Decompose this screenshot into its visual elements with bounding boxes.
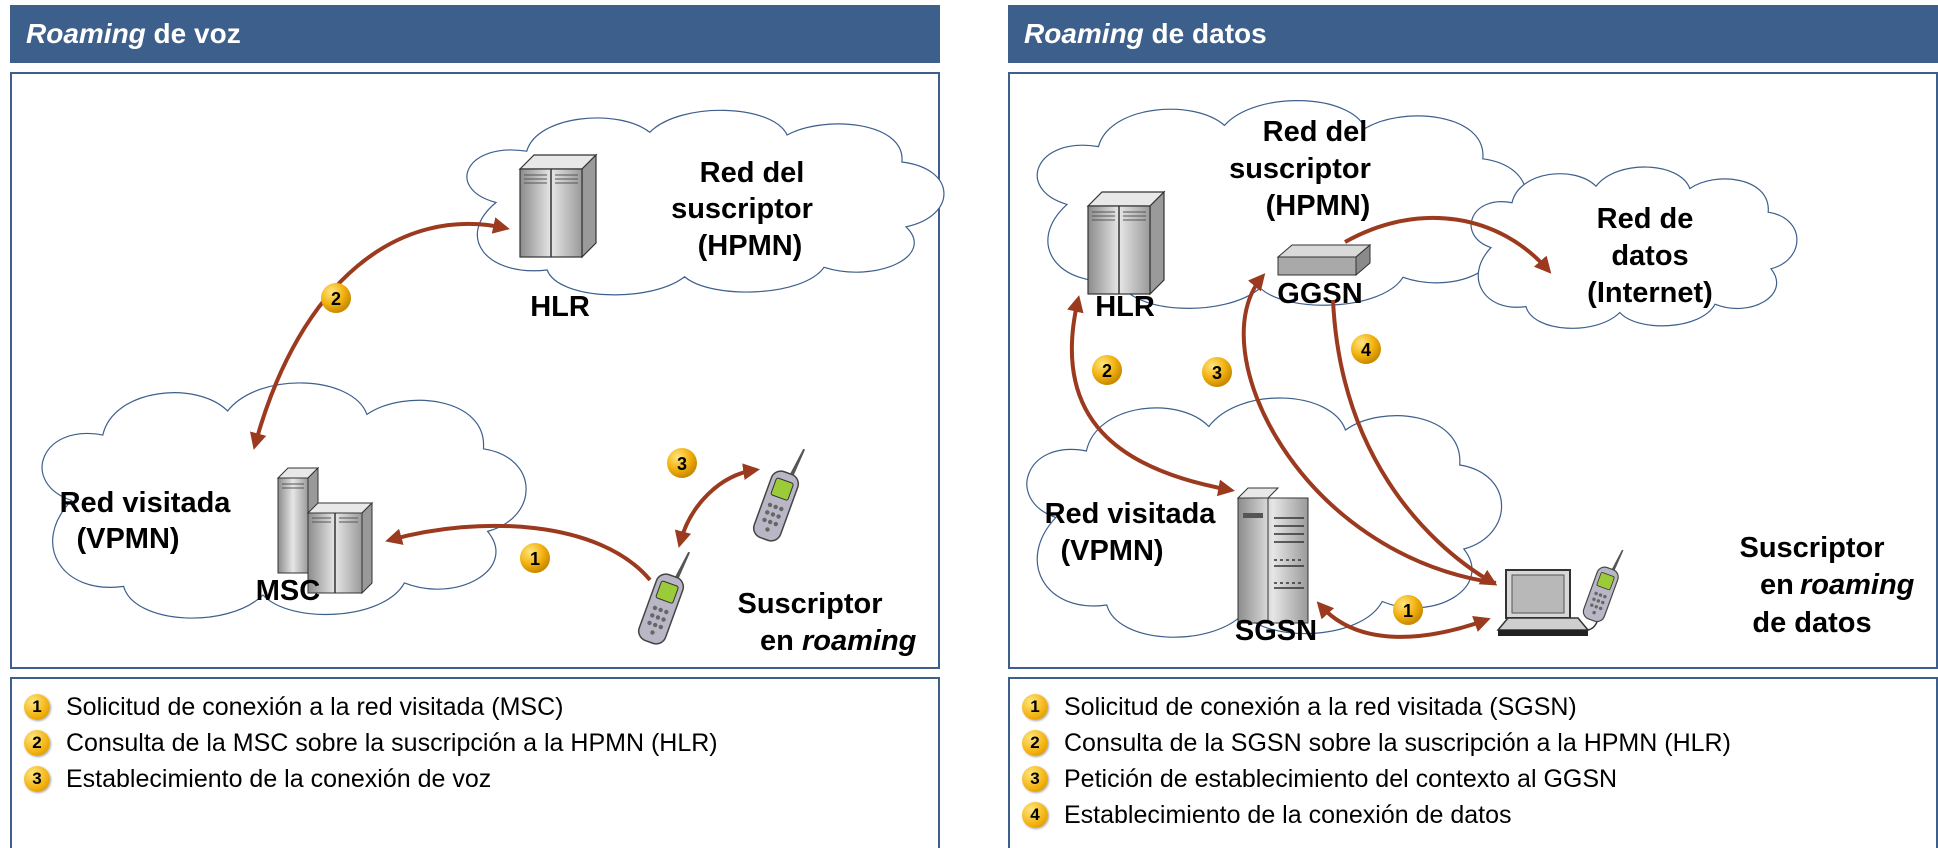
data-internet-line2: datos [1611, 240, 1688, 272]
data-arrow-4 [1331, 299, 1498, 586]
data-panel-title: Roaming de datos [1008, 5, 1938, 63]
data-title-italic: Roaming [1024, 18, 1144, 49]
step-badge-3: 3 [1022, 766, 1048, 792]
voice-arrow-1 [385, 523, 652, 582]
voice-hlr-icon [519, 154, 597, 258]
voice-arrow-2 [249, 217, 510, 450]
step-badge-2: 2 [24, 730, 50, 756]
data-hlr-label: HLR [1095, 291, 1155, 323]
step-badge-4: 4 [1022, 802, 1048, 828]
data-legend: 1 Solicitud de conexión a la red visitad… [1008, 677, 1938, 848]
sgsn-label: SGSN [1235, 615, 1317, 647]
svg-text:1: 1 [530, 549, 540, 569]
voice-badge-1: 1 [520, 543, 550, 573]
data-arrows [1067, 215, 1552, 639]
svg-text:1: 1 [1403, 601, 1413, 621]
voice-title-rest: de voz [145, 18, 241, 49]
data-internet-line3: (Internet) [1587, 277, 1713, 309]
data-arrow-1 [1316, 601, 1491, 639]
data-badge-4: 4 [1351, 334, 1381, 364]
data-hlr-icon [1087, 191, 1165, 295]
data-badge-3: 3 [1202, 357, 1232, 387]
voice-visited-net-line2: (VPMN) [76, 523, 179, 555]
data-legend-text-3: Petición de establecimiento del contexto… [1064, 764, 1618, 793]
voice-subscriber-roaming: roaming [802, 625, 917, 657]
svg-text:4: 4 [1361, 340, 1371, 360]
step-badge-1: 1 [1022, 694, 1048, 720]
data-legend-item-4: 4 Establecimiento de la conexión de dato… [1022, 797, 1936, 833]
step-badge-1: 1 [24, 694, 50, 720]
data-internet-line1: Red de [1597, 203, 1694, 235]
data-arrow-3 [1241, 273, 1497, 585]
data-subscriber-line4: de datos [1752, 607, 1871, 639]
data-visited-net-line1: Red visitada [1045, 498, 1217, 530]
data-visited-net-line2: (VPMN) [1060, 535, 1163, 567]
voice-legend-text-3: Establecimiento de la conexión de voz [66, 764, 492, 793]
data-phone-icon [1580, 543, 1629, 625]
voice-phone-roaming-icon [635, 544, 697, 648]
data-badge-2: 2 [1092, 355, 1122, 385]
voice-title-italic: Roaming [26, 18, 146, 49]
voice-badge-3: 3 [667, 448, 697, 478]
msc-label: MSC [256, 575, 321, 607]
voice-legend-item-1: 1 Solicitud de conexión a la red visitad… [24, 689, 938, 725]
voice-subscriber-en: en [760, 625, 794, 657]
step-badge-2: 2 [1022, 730, 1048, 756]
data-subscriber-en: en [1760, 569, 1794, 601]
data-legend-text-2: Consulta de la SGSN sobre la suscripción… [1064, 728, 1731, 757]
voice-legend-item-2: 2 Consulta de la MSC sobre la suscripció… [24, 725, 938, 761]
data-home-net-line2: suscriptor [1229, 153, 1371, 185]
data-legend-item-2: 2 Consulta de la SGSN sobre la suscripci… [1022, 725, 1936, 761]
ggsn-label: GGSN [1277, 278, 1362, 310]
msc-icon [276, 466, 374, 595]
voice-home-net-line1: Red del [700, 157, 805, 189]
data-legend-item-3: 3 Petición de establecimiento del contex… [1022, 761, 1936, 797]
data-badge-1: 1 [1393, 595, 1423, 625]
svg-text:2: 2 [1102, 361, 1112, 381]
data-subscriber-roaming: roaming [1800, 569, 1915, 601]
voice-home-net-line3: (HPMN) [698, 230, 803, 262]
sgsn-icon [1236, 487, 1309, 624]
voice-arrow-3 [674, 463, 760, 548]
data-home-net-line1: Red del [1263, 116, 1368, 148]
voice-subscriber-line1: Suscriptor [737, 588, 882, 620]
ggsn-icon [1276, 243, 1372, 277]
svg-text:3: 3 [677, 454, 687, 474]
svg-text:2: 2 [331, 289, 341, 309]
data-home-net-line3: (HPMN) [1266, 190, 1371, 222]
data-arrow-ggsn-internet [1344, 215, 1552, 274]
voice-visited-net-line1: Red visitada [60, 487, 232, 519]
voice-arrows [249, 217, 760, 582]
voice-badge-2: 2 [321, 283, 351, 313]
svg-text:3: 3 [1212, 363, 1222, 383]
voice-legend: 1 Solicitud de conexión a la red visitad… [10, 677, 940, 848]
data-legend-text-1: Solicitud de conexión a la red visitada … [1064, 692, 1577, 721]
voice-hlr-label: HLR [530, 291, 590, 323]
voice-panel-title: Roaming de voz [10, 5, 940, 63]
voice-legend-text-2: Consulta de la MSC sobre la suscripción … [66, 728, 718, 757]
laptop-icon [1496, 569, 1604, 636]
voice-phone-remote-icon [750, 441, 812, 545]
voice-legend-text-1: Solicitud de conexión a la red visitada … [66, 692, 564, 721]
data-arrow-2 [1067, 295, 1235, 497]
data-title-rest: de datos [1143, 18, 1267, 49]
voice-legend-item-3: 3 Establecimiento de la conexión de voz [24, 761, 938, 797]
data-subscriber-line1: Suscriptor [1739, 532, 1884, 564]
step-badge-3: 3 [24, 766, 50, 792]
voice-home-net-line2: suscriptor [671, 193, 813, 225]
data-legend-item-1: 1 Solicitud de conexión a la red visitad… [1022, 689, 1936, 725]
data-legend-text-4: Establecimiento de la conexión de datos [1064, 800, 1512, 829]
